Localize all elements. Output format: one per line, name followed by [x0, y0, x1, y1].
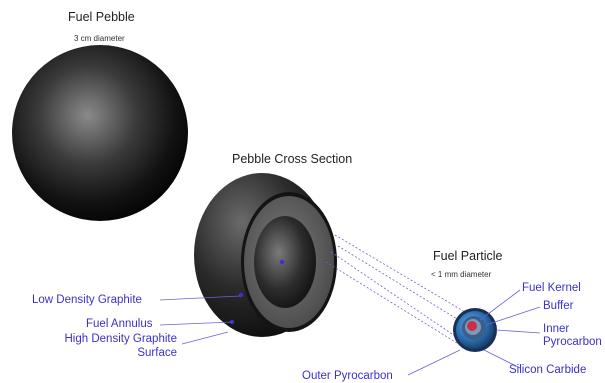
cross-section-marker-a [279, 259, 285, 265]
label-pyrocarbon: Pyrocarbon [543, 336, 602, 348]
low-density-graphite-core [254, 216, 316, 308]
cross-section-marker-b [238, 292, 244, 298]
label-high-density-graphite: High Density Graphite [64, 333, 178, 345]
label-buffer: Buffer [543, 300, 574, 312]
label-outer-pyrocarbon: Outer Pyrocarbon [302, 370, 393, 382]
label-fuel-kernel: Fuel Kernel [522, 282, 581, 294]
fuel-particle-size: < 1 mm diameter [431, 270, 492, 279]
fuel-particle-title: Fuel Particle [433, 249, 503, 263]
label-silicon-carbide: Silicon Carbide [509, 364, 587, 376]
label-fuel-annulus: Fuel Annulus [86, 318, 153, 330]
projection-lines [325, 234, 471, 349]
leader-lines-left [159, 295, 241, 345]
label-low-density-graphite: Low Density Graphite [32, 294, 142, 306]
fuel-pebble-size: 3 cm diameter [74, 34, 125, 43]
label-surface: Surface [137, 347, 177, 359]
leader-lines-right [407, 289, 541, 376]
label-inner: Inner [543, 323, 570, 335]
fuel-pebble-sphere [12, 45, 188, 221]
fuel-particle [453, 308, 497, 352]
fuel-kernel [467, 321, 477, 331]
pebble-cross-section [194, 173, 337, 337]
cross-section-title: Pebble Cross Section [232, 152, 353, 166]
fuel-pebble-title: Fuel Pebble [68, 10, 135, 24]
